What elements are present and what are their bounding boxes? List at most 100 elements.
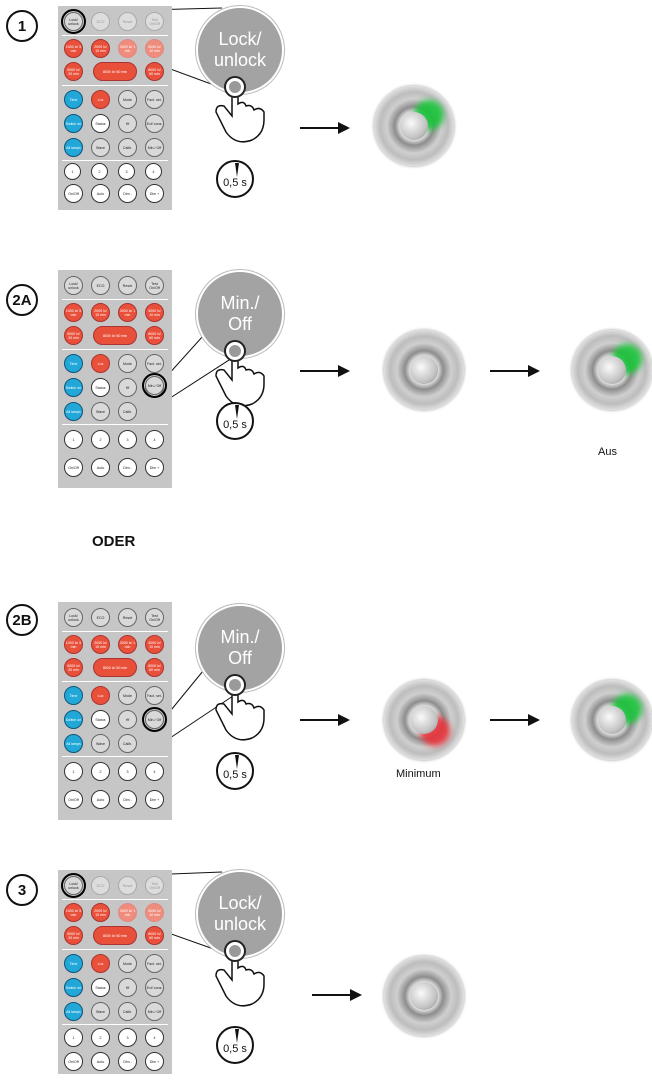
- auto-button[interactable]: Auto: [91, 1052, 110, 1071]
- lock-unlock-button[interactable]: Lock/ unlock: [61, 873, 86, 898]
- preset-button-7[interactable]: 8000 lx/ 60 min: [145, 926, 164, 945]
- channel-button-1[interactable]: 1: [64, 762, 83, 781]
- channel-button-3[interactable]: 3: [118, 163, 135, 180]
- min-off-button[interactable]: Min./ Off: [145, 138, 164, 157]
- channel-button-2[interactable]: 2: [91, 163, 108, 180]
- test-button[interactable]: Test On/Off: [145, 608, 164, 627]
- test-button[interactable]: Test On/Off: [145, 12, 164, 31]
- switch-on-button[interactable]: Switch on: [64, 114, 83, 133]
- preset-button-2[interactable]: 2000 lx/ 15 min: [91, 303, 110, 322]
- channel-button-4[interactable]: 4: [145, 1028, 164, 1047]
- eco-button[interactable]: ECO: [91, 876, 110, 895]
- lux-button[interactable]: Lux: [91, 354, 110, 373]
- min-off-button[interactable]: Min./ Off: [142, 373, 167, 398]
- preset-button-5[interactable]: 5000 lx/ 30 min: [64, 658, 83, 677]
- auto-button[interactable]: Auto: [91, 458, 110, 477]
- reset-button[interactable]: Reset: [118, 12, 137, 31]
- factory-set-button[interactable]: Fact. set.: [145, 686, 164, 705]
- preset-button-5[interactable]: 5000 lx/ 30 min: [64, 326, 83, 345]
- factory-set-button[interactable]: Fact. set.: [145, 954, 164, 973]
- preset-button-6[interactable]: 8000 lx/ 60 min: [93, 658, 137, 677]
- dim-minus-button[interactable]: Dim -: [118, 790, 137, 809]
- preset-button-7[interactable]: 8000 lx/ 60 min: [145, 658, 164, 677]
- preset-button-3[interactable]: 3000 lx/ 1 min: [118, 39, 137, 58]
- preset-button-6[interactable]: 8000 lx/ 60 min: [93, 326, 137, 345]
- all-lamps-button[interactable]: All lamps: [64, 138, 83, 157]
- on-off-button[interactable]: On/Off: [64, 790, 83, 809]
- channel-button-3[interactable]: 3: [118, 430, 137, 449]
- factory-set-button[interactable]: Fact. set.: [145, 354, 164, 373]
- channel-button-1[interactable]: 1: [64, 430, 83, 449]
- preset-button-2[interactable]: 2000 lx/ 15 min: [91, 635, 110, 654]
- preset-button-3[interactable]: 3000 lx/ 1 min: [118, 635, 137, 654]
- time-button[interactable]: Time: [64, 686, 83, 705]
- lux-button[interactable]: Lux: [91, 954, 110, 973]
- preset-button-7[interactable]: 8000 lx/ 60 min: [145, 326, 164, 345]
- mode-button[interactable]: Mode: [118, 354, 137, 373]
- preset-button-2[interactable]: 2000 lx/ 15 min: [91, 39, 110, 58]
- channel-button-2[interactable]: 2: [91, 1028, 110, 1047]
- channel-button-1[interactable]: 1: [64, 1028, 83, 1047]
- preset-button-1[interactable]: 1000 lx/ 5 min: [64, 903, 83, 922]
- hf-button[interactable]: Hf: [118, 710, 137, 729]
- lock-unlock-button[interactable]: Lock/ unlock: [61, 9, 86, 34]
- calib-button[interactable]: Calib.: [118, 138, 137, 157]
- dim-plus-button[interactable]: Dim +: [145, 790, 164, 809]
- status-button[interactable]: Status: [91, 978, 110, 997]
- wave-button[interactable]: Wave: [91, 138, 110, 157]
- dim-minus-button[interactable]: Dim -: [118, 184, 137, 203]
- switch-on-button[interactable]: Switch on: [64, 978, 83, 997]
- status-button[interactable]: Status: [91, 378, 110, 397]
- test-button[interactable]: Test On/Off: [145, 876, 164, 895]
- factory-set-button[interactable]: Fact. set.: [145, 90, 164, 109]
- dim-plus-button[interactable]: Dim +: [145, 184, 164, 203]
- auto-button[interactable]: Auto: [91, 184, 110, 203]
- preset-button-4[interactable]: 5000 lx/ 10 min: [145, 903, 164, 922]
- preset-button-4[interactable]: 5000 lx/ 10 min: [145, 303, 164, 322]
- dim-plus-button[interactable]: Dim +: [145, 458, 164, 477]
- preset-button-5[interactable]: 5000 lx/ 30 min: [64, 62, 83, 81]
- wave-button[interactable]: Wave: [91, 734, 110, 753]
- preset-button-2[interactable]: 2000 lx/ 15 min: [91, 903, 110, 922]
- calib-button[interactable]: Calib.: [118, 402, 137, 421]
- channel-button-1[interactable]: 1: [64, 163, 81, 180]
- min-off-button[interactable]: Min./ Off: [142, 707, 167, 732]
- status-button[interactable]: Status: [91, 710, 110, 729]
- channel-button-2[interactable]: 2: [91, 762, 110, 781]
- wave-button[interactable]: Wave: [91, 1002, 110, 1021]
- calib-button[interactable]: Calib.: [118, 734, 137, 753]
- channel-button-4[interactable]: 4: [145, 430, 164, 449]
- hf-button[interactable]: Hf: [118, 378, 137, 397]
- ext-button[interactable]: Ext/ cons.: [145, 114, 164, 133]
- lux-button[interactable]: Lux: [91, 90, 110, 109]
- dim-minus-button[interactable]: Dim -: [118, 458, 137, 477]
- preset-button-3[interactable]: 3000 lx/ 1 min: [118, 903, 137, 922]
- preset-button-1[interactable]: 1000 lx/ 5 min: [64, 635, 83, 654]
- preset-button-3[interactable]: 3000 lx/ 1 min: [118, 303, 137, 322]
- channel-button-4[interactable]: 4: [145, 163, 162, 180]
- preset-button-5[interactable]: 5000 lx/ 30 min: [64, 926, 83, 945]
- all-lamps-button[interactable]: All lamps: [64, 402, 83, 421]
- all-lamps-button[interactable]: All lamps: [64, 734, 83, 753]
- preset-button-6[interactable]: 8000 lx/ 60 min: [93, 926, 137, 945]
- on-off-button[interactable]: On/Off: [64, 1052, 83, 1071]
- reset-button[interactable]: Reset: [118, 608, 137, 627]
- ext-button[interactable]: Ext/ cons.: [145, 978, 164, 997]
- preset-button-7[interactable]: 8000 lx/ 60 min: [145, 62, 164, 81]
- channel-button-3[interactable]: 3: [118, 1028, 137, 1047]
- calib-button[interactable]: Calib.: [118, 1002, 137, 1021]
- dim-minus-button[interactable]: Dim -: [118, 1052, 137, 1071]
- mode-button[interactable]: Mode: [118, 954, 137, 973]
- channel-button-2[interactable]: 2: [91, 430, 110, 449]
- switch-on-button[interactable]: Switch on: [64, 378, 83, 397]
- eco-button[interactable]: ECO: [91, 608, 110, 627]
- wave-button[interactable]: Wave: [91, 402, 110, 421]
- preset-button-4[interactable]: 5000 lx/ 10 min: [145, 635, 164, 654]
- hf-button[interactable]: Hf: [118, 114, 137, 133]
- on-off-button[interactable]: On/Off: [64, 184, 83, 203]
- time-button[interactable]: Time: [64, 954, 83, 973]
- reset-button[interactable]: Reset: [118, 276, 137, 295]
- preset-button-1[interactable]: 1000 lx/ 5 min: [64, 303, 83, 322]
- dim-plus-button[interactable]: Dim +: [145, 1052, 164, 1071]
- lock-unlock-button[interactable]: Lock/ unlock: [64, 608, 83, 627]
